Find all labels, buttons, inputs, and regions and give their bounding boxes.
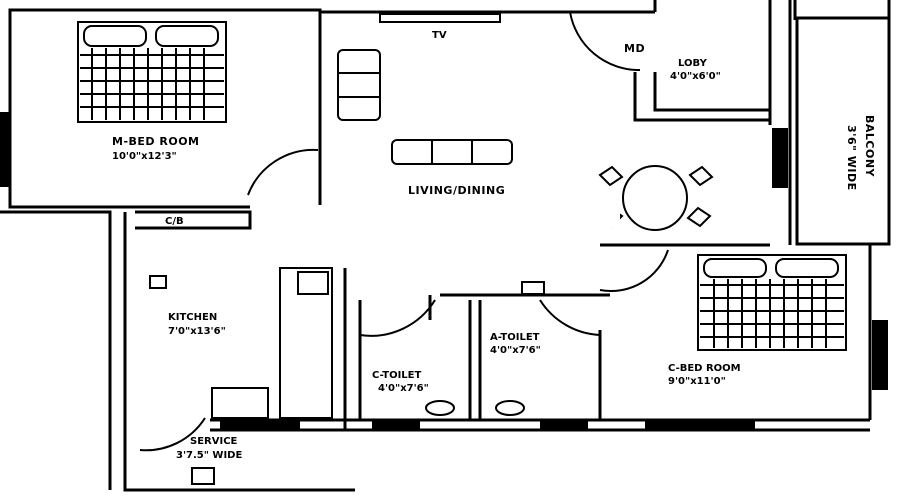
wc-icon	[425, 400, 455, 416]
balcony-label: BALCONY	[863, 115, 876, 178]
service-door-swing[interactable]	[139, 417, 206, 452]
utility-grid	[211, 387, 269, 419]
common-toilet: C-TOILET 4'0"x7'6"	[359, 299, 455, 416]
kitchen-size: 7'0"x13'6"	[168, 326, 226, 337]
sink-icon	[149, 275, 167, 289]
service-label: SERVICE	[190, 436, 238, 447]
c-toilet-label: C-TOILET	[372, 370, 421, 381]
cupboard-label: C/B	[165, 216, 184, 227]
kitchen: C/B KITCHEN 7'0"x13'6" SERVICE 3'7.5" WI…	[0, 210, 355, 492]
watermark-band	[250, 205, 620, 227]
master-bedroom-size: 10'0"x12'3"	[112, 151, 177, 162]
main-door-label: MD	[624, 42, 645, 55]
balcony-size: 3'6" WIDE	[845, 125, 858, 191]
lobby-size: 4'0"x6'0"	[670, 71, 721, 82]
stove-icon	[297, 271, 329, 295]
double-bed	[697, 254, 847, 351]
wc-icon	[495, 400, 525, 416]
service-size: 3'7.5" WIDE	[176, 450, 242, 461]
a-toilet-label: A-TOILET	[490, 332, 540, 343]
tv-label: TV	[432, 30, 447, 41]
kitchen-counter	[279, 267, 333, 419]
living-dining-label: LIVING/DINING	[408, 184, 505, 197]
master-bedroom-label: M-BED ROOM	[112, 135, 200, 148]
a-toilet-size: 4'0"x7'6"	[490, 345, 541, 356]
kitchen-label: KITCHEN	[168, 312, 217, 323]
basin-icon	[521, 281, 545, 295]
child-bedroom: C-BED ROOM 9'0"x11'0"	[599, 245, 888, 420]
bedroom-door-swing[interactable]	[247, 148, 319, 196]
sofa-vertical	[337, 49, 381, 121]
c-bedroom-label: C-BED ROOM	[668, 363, 741, 374]
main-door-swing[interactable]	[569, 11, 641, 72]
a-toilet-door-swing[interactable]	[539, 299, 601, 336]
c-bedroom-size: 9'0"x11'0"	[668, 376, 726, 387]
tv-unit	[379, 13, 501, 23]
double-bed	[77, 21, 227, 123]
c-toilet-door-swing[interactable]	[359, 299, 436, 337]
c-toilet-size: 4'0"x7'6"	[378, 383, 429, 394]
lobby-label: LOBY	[678, 58, 708, 69]
master-bedroom: M-BED ROOM 10'0"x12'3"	[0, 8, 322, 209]
attached-toilet: A-TOILET 4'0"x7'6"	[490, 281, 601, 416]
lobby: LOBY 4'0"x6'0"	[633, 0, 772, 125]
wash-icon	[191, 467, 215, 485]
sofa-horizontal	[391, 139, 513, 165]
dining-table	[598, 165, 714, 231]
c-bedroom-door-swing[interactable]	[599, 249, 669, 293]
balcony: 3'6" WIDE BALCONY	[793, 0, 891, 246]
